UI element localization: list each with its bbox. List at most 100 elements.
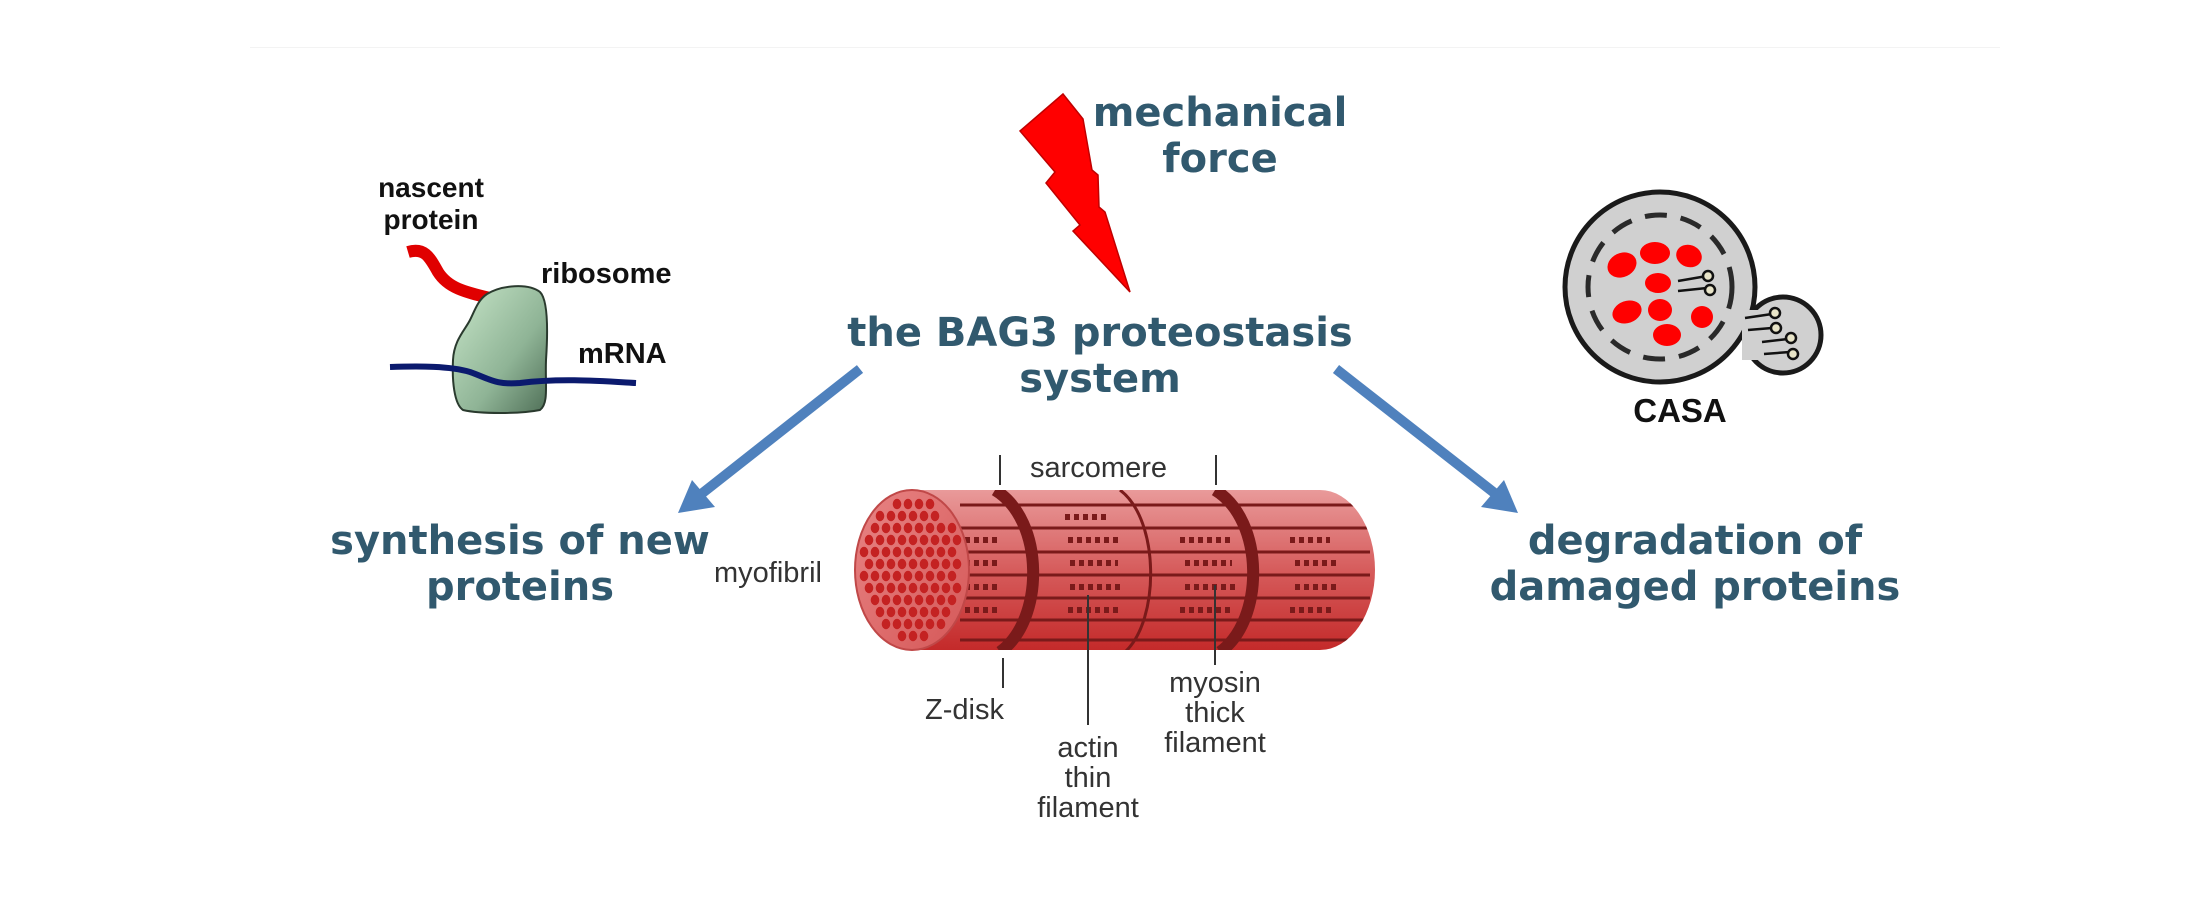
fibril-dot bbox=[892, 618, 902, 630]
fibril-dot bbox=[919, 582, 929, 594]
fibril-dot bbox=[914, 498, 924, 510]
fibril-dot bbox=[897, 510, 907, 522]
fibril-dot bbox=[908, 582, 918, 594]
sarcomere-label: sarcomere bbox=[1030, 452, 1167, 484]
fibril-dot bbox=[930, 558, 940, 570]
fibril-dot bbox=[930, 606, 940, 618]
degradation-line1: degradation of bbox=[1527, 518, 1863, 564]
fibril-dot bbox=[864, 534, 874, 546]
faint-divider bbox=[250, 47, 2000, 48]
fibril-dot bbox=[941, 606, 951, 618]
casa-label: CASA bbox=[1633, 392, 1727, 429]
system-title-line2: system bbox=[1019, 356, 1181, 402]
casa-icon bbox=[1562, 189, 1824, 385]
fibril-dot bbox=[881, 546, 891, 558]
nascent-line1: nascent bbox=[378, 172, 484, 203]
system-title: the BAG3 proteostasis system bbox=[840, 310, 1360, 402]
fibril-dot bbox=[919, 558, 929, 570]
mechanical-force-label: mechanical force bbox=[1090, 90, 1350, 182]
mechanical-force-line1: mechanical bbox=[1092, 90, 1348, 136]
fibril-dot bbox=[870, 522, 880, 534]
fibril-dot bbox=[875, 510, 885, 522]
degradation-label: degradation of damaged proteins bbox=[1480, 518, 1910, 610]
fibril-dot bbox=[870, 594, 880, 606]
fibril-dot bbox=[914, 618, 924, 630]
z-disk-label: Z-disk bbox=[925, 694, 1004, 726]
fibril-dot bbox=[936, 618, 946, 630]
fibril-dot bbox=[925, 522, 935, 534]
fibril-dot bbox=[925, 498, 935, 510]
fibril-dot bbox=[919, 510, 929, 522]
fibril-dot bbox=[886, 606, 896, 618]
synthesis-label: synthesis of new proteins bbox=[320, 518, 720, 610]
fibril-dot bbox=[914, 594, 924, 606]
mechanical-force-line2: force bbox=[1162, 136, 1278, 182]
fibril-dot bbox=[875, 534, 885, 546]
fibril-dot bbox=[892, 570, 902, 582]
fibril-dot bbox=[941, 558, 951, 570]
fibril-dot bbox=[881, 618, 891, 630]
fibril-dot bbox=[903, 546, 913, 558]
nascent-protein-label: nascent protein bbox=[366, 172, 496, 236]
synthesis-line1: synthesis of new bbox=[330, 518, 710, 564]
fibril-dot bbox=[892, 594, 902, 606]
fibril-dot bbox=[881, 570, 891, 582]
fibril-dot bbox=[875, 582, 885, 594]
fibril-dot bbox=[864, 558, 874, 570]
fibril-dot bbox=[947, 546, 957, 558]
lightning-bolt-icon bbox=[1018, 92, 1131, 293]
mrna-label: mRNA bbox=[578, 338, 667, 370]
fibril-dot bbox=[864, 582, 874, 594]
myofibril-label: myofibril bbox=[714, 557, 822, 589]
fibril-dot bbox=[908, 606, 918, 618]
fibril-dot bbox=[936, 570, 946, 582]
fibril-dot bbox=[903, 594, 913, 606]
fibril-dot bbox=[903, 618, 913, 630]
ribosome-icon bbox=[389, 244, 637, 414]
fibril-dot bbox=[870, 570, 880, 582]
fibril-dot bbox=[886, 510, 896, 522]
fibril-dot bbox=[903, 498, 913, 510]
fibril-dot bbox=[925, 618, 935, 630]
scissors-icon bbox=[1677, 269, 1800, 361]
fibril-dot bbox=[947, 594, 957, 606]
myofibril-icon bbox=[854, 455, 1375, 725]
fibril-dot bbox=[875, 606, 885, 618]
fibril-dot bbox=[892, 522, 902, 534]
fibril-dot bbox=[892, 546, 902, 558]
fibril-dot bbox=[914, 570, 924, 582]
degradation-line2: damaged proteins bbox=[1489, 564, 1901, 610]
fibril-dot bbox=[914, 522, 924, 534]
ribosome-label: ribosome bbox=[541, 258, 672, 290]
fibril-dot bbox=[925, 546, 935, 558]
fibril-dot bbox=[886, 582, 896, 594]
fibril-dot bbox=[908, 534, 918, 546]
fibril-dot bbox=[914, 546, 924, 558]
system-title-line1: the BAG3 proteostasis bbox=[847, 310, 1353, 356]
myosin-thick-filament-label: myosin thick filament bbox=[1155, 668, 1275, 758]
nascent-line2: protein bbox=[383, 204, 479, 235]
fibril-dot bbox=[908, 558, 918, 570]
fibril-dot bbox=[936, 546, 946, 558]
fibril-dot bbox=[903, 522, 913, 534]
fibril-dot bbox=[859, 546, 869, 558]
fibril-dot bbox=[919, 630, 929, 642]
fibril-dot bbox=[952, 558, 962, 570]
fibril-dot bbox=[947, 570, 957, 582]
actin-line3: filament bbox=[1037, 792, 1139, 824]
fibril-dot bbox=[897, 558, 907, 570]
fibril-dot bbox=[936, 594, 946, 606]
fibril-dot bbox=[886, 534, 896, 546]
arrow-to-degradation bbox=[1332, 365, 1518, 513]
fibril-dot bbox=[941, 534, 951, 546]
actin-line2: thin bbox=[1064, 762, 1112, 794]
fibril-dot bbox=[881, 594, 891, 606]
fibril-dot bbox=[897, 582, 907, 594]
fibril-dot bbox=[930, 534, 940, 546]
fibril-dot bbox=[919, 606, 929, 618]
arrow-to-synthesis bbox=[678, 365, 864, 513]
fibril-dot bbox=[947, 522, 957, 534]
actin-thin-filament-label: actin thin filament bbox=[1028, 733, 1148, 823]
myosin-line2: thick bbox=[1185, 697, 1245, 729]
fibril-dot bbox=[897, 630, 907, 642]
